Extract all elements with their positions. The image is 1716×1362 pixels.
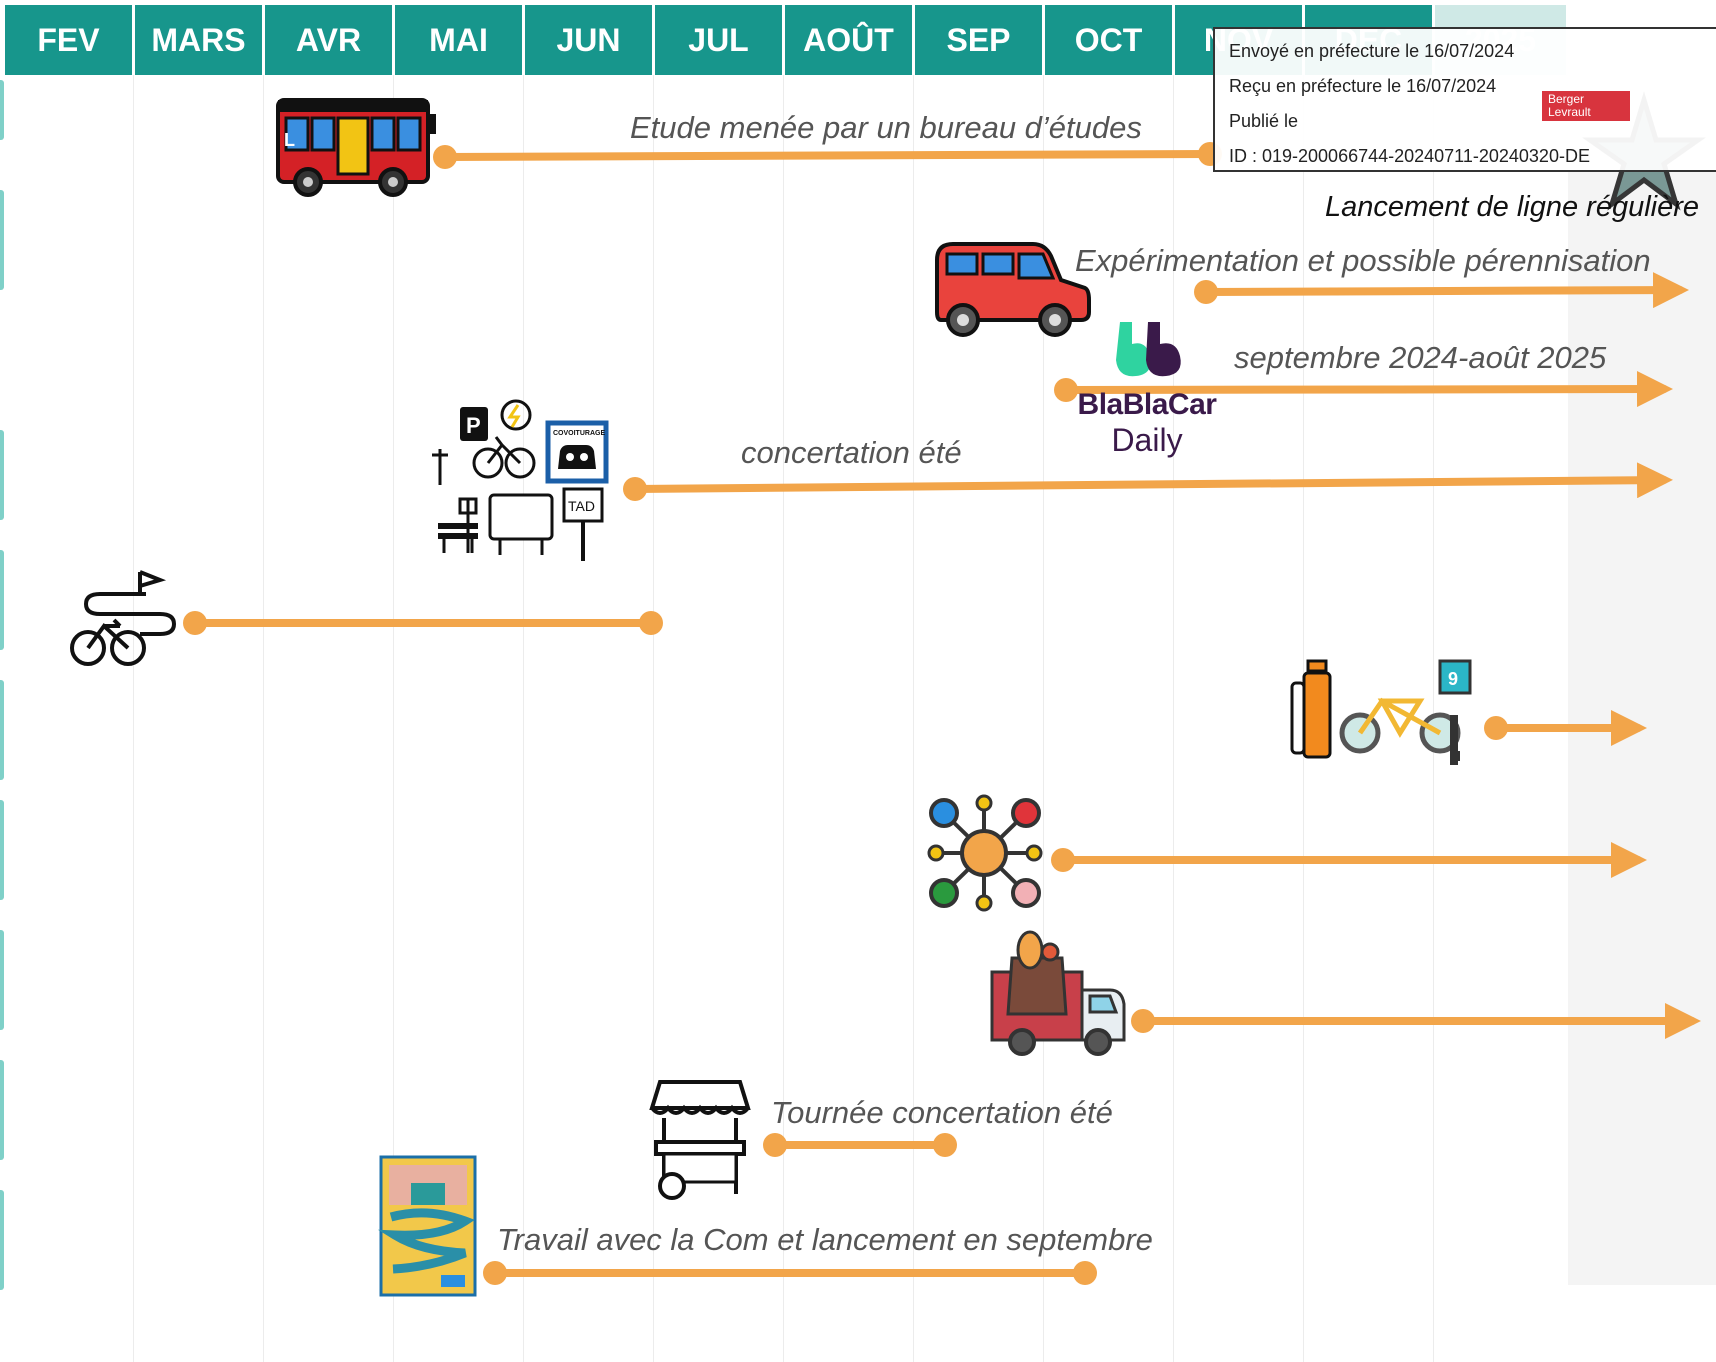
stamp-recu: Reçu en préfecture le 16/07/2024 [1229,76,1497,96]
row-marker [0,80,4,140]
label-guide-com: Travail avec la Com et lancement en sept… [497,1222,1153,1257]
label-bus-study: Etude menée par un bureau d’études [630,110,1142,145]
prefecture-stamp: Envoyé en préfecture le 16/07/2024 Reçu … [1213,27,1716,172]
label-concertation-ete: concertation été [741,435,962,470]
bus-icon: L [276,98,436,197]
month-header-avr: AVR [265,5,392,75]
row-marker [0,800,4,900]
bike-repair-timeline-bar [1484,710,1647,746]
berger-levrault-logo: Berger Levrault [1542,91,1630,121]
label-regular-line-launch: Lancement de ligne régulière [1325,191,1700,223]
blablacar-logo-mark [1116,322,1181,377]
bike-route-icon [70,570,177,666]
stamp-envoye: Envoyé en préfecture le 16/07/2024 [1229,41,1515,61]
month-header-mai: MAI [395,5,522,75]
month-header-sep: SEP [915,5,1042,75]
bike-route-timeline-bar [183,611,663,635]
label-tournee-concertation: Tournée concertation été [771,1095,1113,1130]
row-marker [0,550,4,650]
gridline [523,75,524,1362]
gridline [1173,75,1174,1362]
bike-repair-station-icon: 9 [1290,659,1472,765]
gridline [653,75,654,1362]
blablacar-wordmark: BlaBlaCar Daily [1072,388,1222,458]
label-van-experiment: Expérimentation et possible pérennisatio… [1075,243,1651,278]
van-timeline-bar [1194,272,1689,309]
label-blablacar-period: septembre 2024-août 2025 [1234,340,1607,375]
svg-text:P: P [466,413,481,438]
svg-text:L: L [284,130,295,150]
svg-text:9: 9 [1448,669,1458,689]
grocery-truck-icon [990,930,1126,1056]
network-ideas-icon [927,794,1043,912]
market-stall-icon [649,1080,751,1200]
blablacar-brand-name: BlaBlaCar [1077,388,1217,421]
month-header-jul: JUL [655,5,782,75]
month-header-mars: MARS [135,5,262,75]
row-marker [0,430,4,520]
month-header-aout: AOÛT [785,5,912,75]
stamp-publie: Publié le [1229,111,1299,131]
column-2025-background [1568,75,1716,1285]
stamp-id: ID : 019-200066744-20240711-20240320-DE [1229,146,1590,166]
bus-study-timeline-bar [433,142,1222,169]
mobility-guide-icon [377,1155,477,1297]
mobility-guide-timeline-bar [483,1261,1097,1285]
network-timeline-bar [1051,842,1647,878]
row-marker [0,190,4,290]
gridline [263,75,264,1362]
row-marker [0,1060,4,1160]
gridline [913,75,914,1362]
month-header-oct: OCT [1045,5,1172,75]
gridline [783,75,784,1362]
grocery-truck-timeline-bar [1131,1003,1701,1039]
month-header-fev: FEV [5,5,132,75]
concertation-timeline-bar [623,462,1673,501]
month-header-jun: JUN [525,5,652,75]
market-stall-timeline-bar [763,1133,957,1157]
tad-sign-text: TAD [568,498,595,514]
row-marker [0,930,4,1030]
gridline [393,75,394,1362]
blablacar-timeline-bar [1054,371,1673,408]
row-marker [0,680,4,780]
blablacar-daily: Daily [1111,422,1183,458]
mobility-services-icon: P COVOITURAGE TAD [432,399,609,561]
gridline [1043,75,1044,1362]
van-icon [935,242,1091,337]
covoiturage-sign-text: COVOITURAGE [553,430,605,437]
gridline [133,75,134,1362]
row-marker [0,1190,4,1290]
